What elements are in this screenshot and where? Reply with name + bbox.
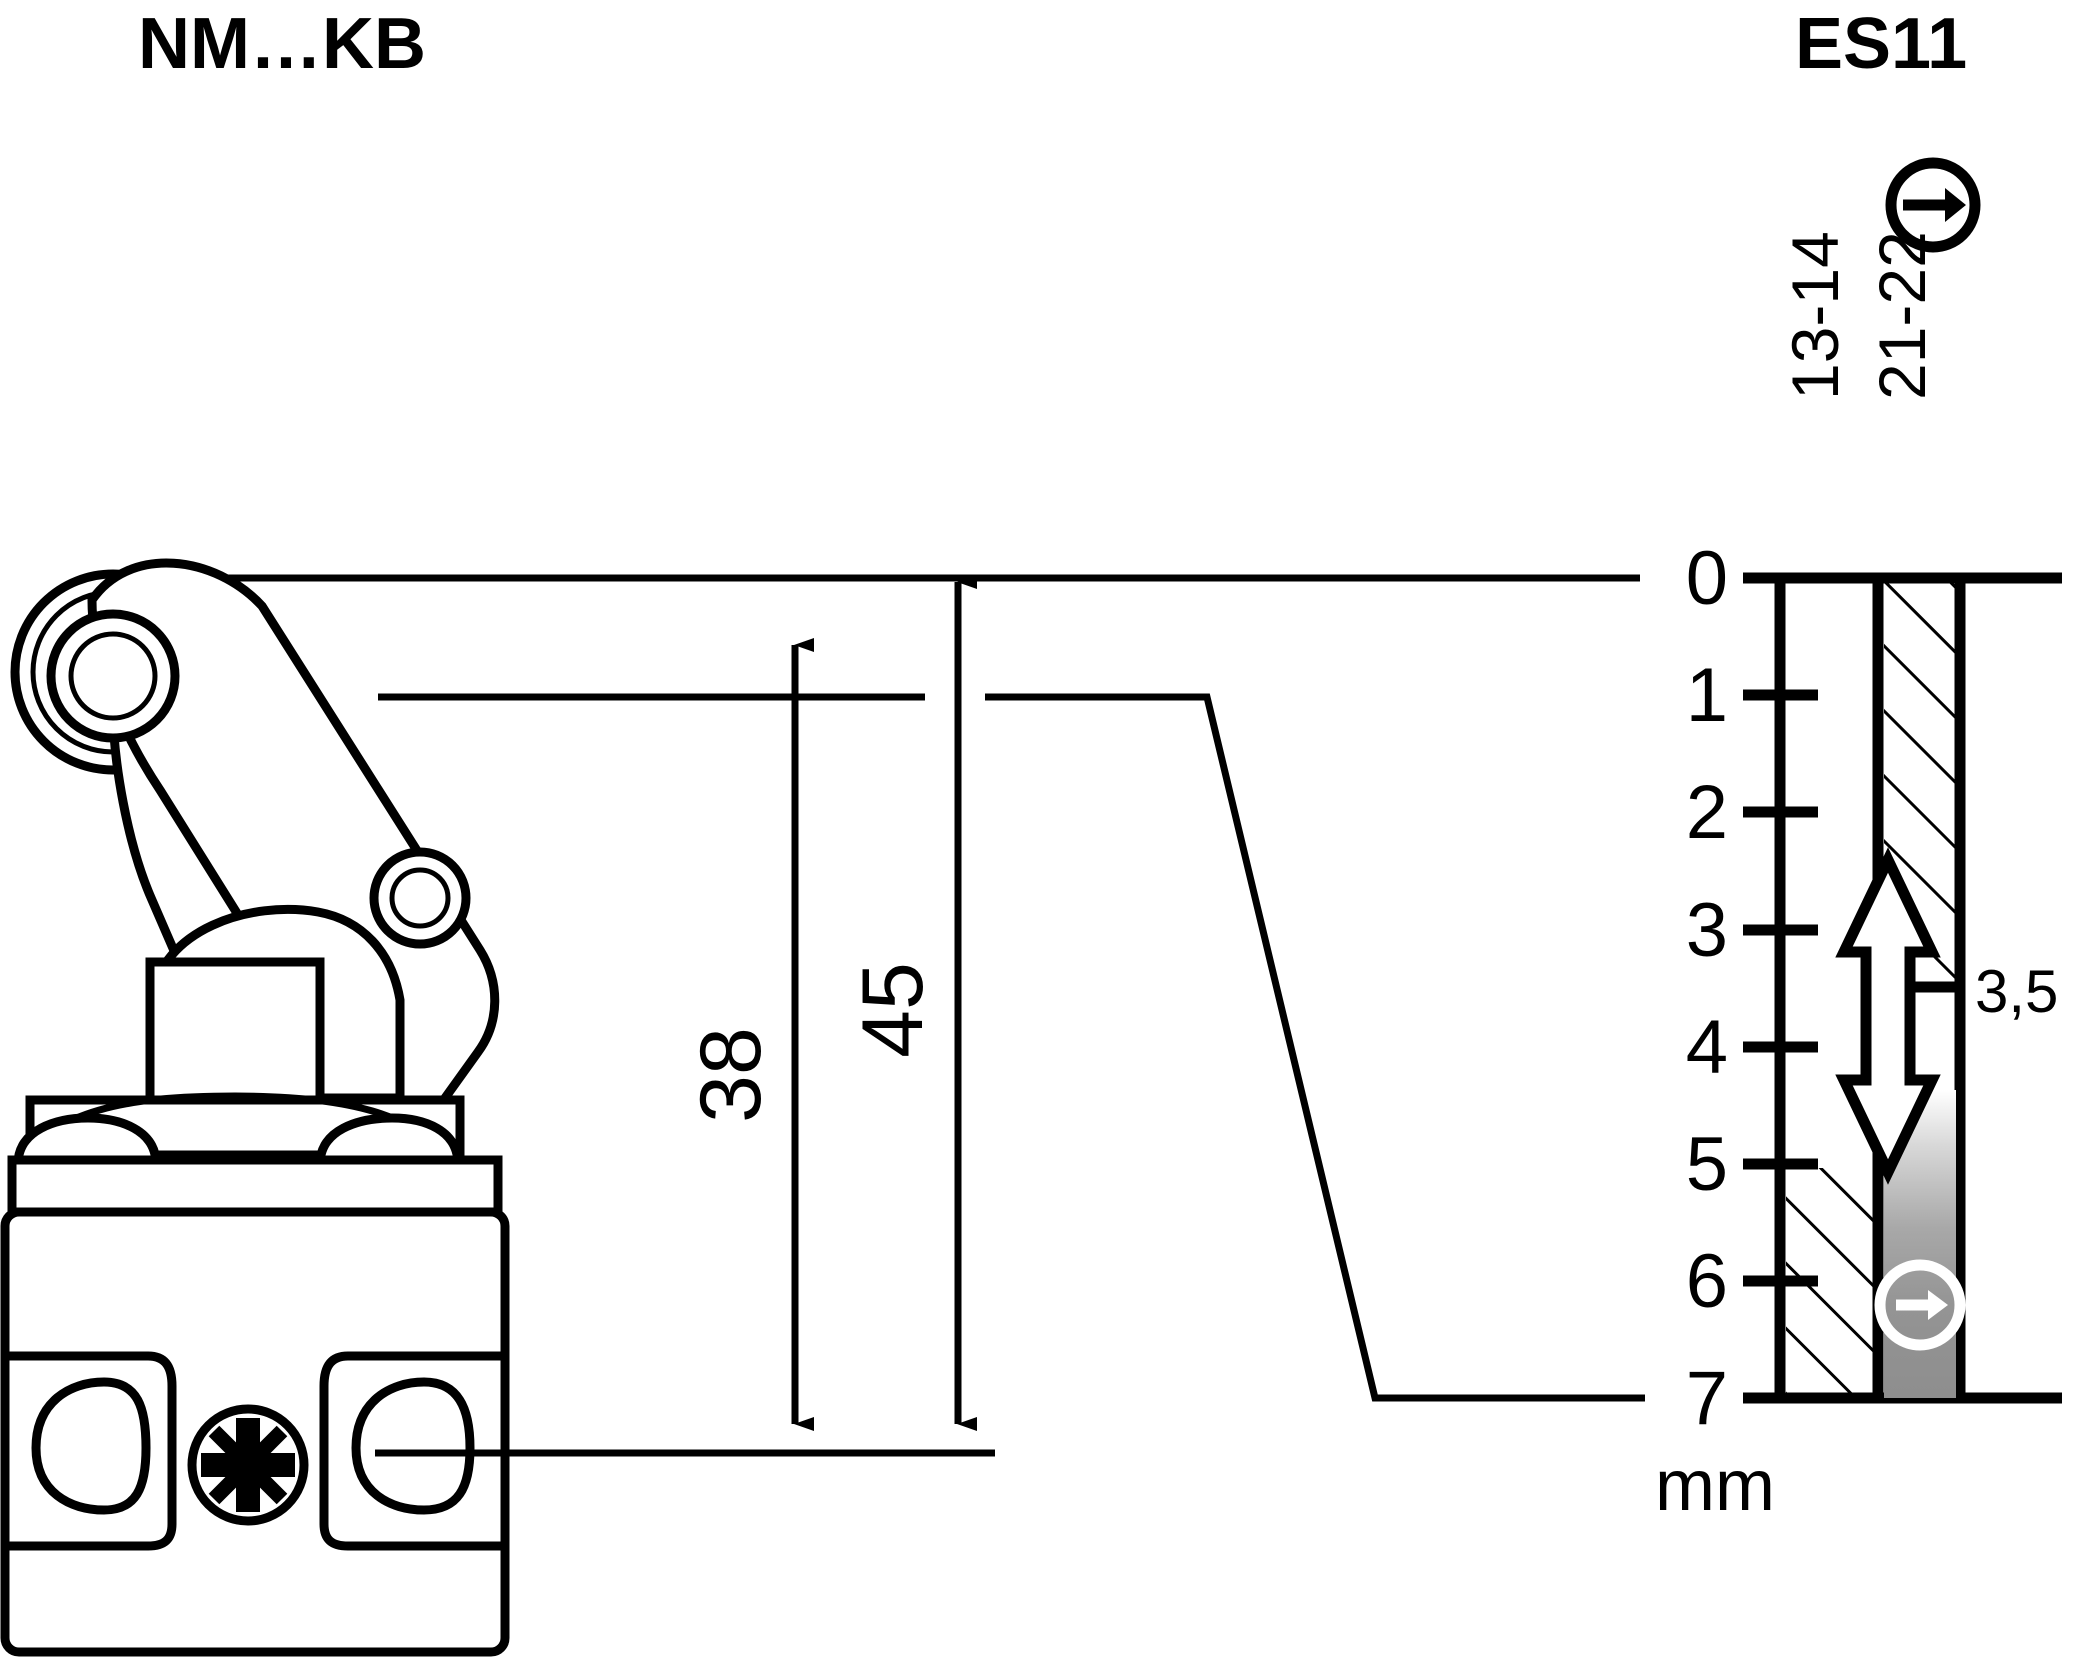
plunger-block: [145, 957, 325, 1107]
tick-label-6: 6: [1686, 1239, 1728, 1324]
mounting-hole-right: [351, 1377, 475, 1515]
dimension-45-label: 45: [845, 962, 941, 1058]
center-screw-cross-slot: [201, 1418, 295, 1512]
contact-band-13-14: [1786, 1168, 1874, 1396]
positive-opening-arrow-icon: [1874, 1259, 1966, 1351]
lever-pivot-inner: [389, 867, 451, 929]
contact-label-13-14: 13-14: [1778, 231, 1852, 400]
page-title-right: ES11: [1795, 4, 1967, 84]
diagram-axis-tick-labels: 0 1 2 3 4 5 6 7: [1686, 536, 1728, 1441]
dimension-38-label: 38: [683, 1027, 779, 1123]
dimension-38: 38: [683, 638, 814, 1431]
contact-label-21-22: 21-22: [1865, 231, 1939, 400]
tick-label-0: 0: [1686, 536, 1728, 621]
tick-label-4: 4: [1686, 1005, 1728, 1090]
page-title-left: NM…KB: [138, 4, 426, 84]
tick-label-7: 7: [1686, 1356, 1728, 1441]
switch-side-view: [0, 558, 510, 1657]
tick-label-2: 2: [1686, 770, 1728, 855]
switching-travel-double-arrow: [1835, 847, 1941, 1185]
lever-pivot-outer: [369, 847, 471, 949]
roller-hub-inner: [68, 631, 158, 721]
dimension-45: 45: [845, 575, 977, 1431]
leader-polyline: [985, 693, 1645, 1402]
tick-label-1: 1: [1686, 653, 1728, 738]
housing-neck: [7, 1155, 503, 1217]
tick-label-5: 5: [1686, 1122, 1728, 1207]
mounting-hole-left: [31, 1377, 151, 1515]
axis-unit-label: mm: [1655, 1446, 1775, 1526]
tick-label-3: 3: [1686, 888, 1728, 973]
callout-3-5: 3,5: [1975, 958, 2058, 1025]
travel-diagram: 13-14 21-22: [1655, 157, 2062, 1526]
circled-right-arrow-icon: [1885, 157, 1981, 253]
